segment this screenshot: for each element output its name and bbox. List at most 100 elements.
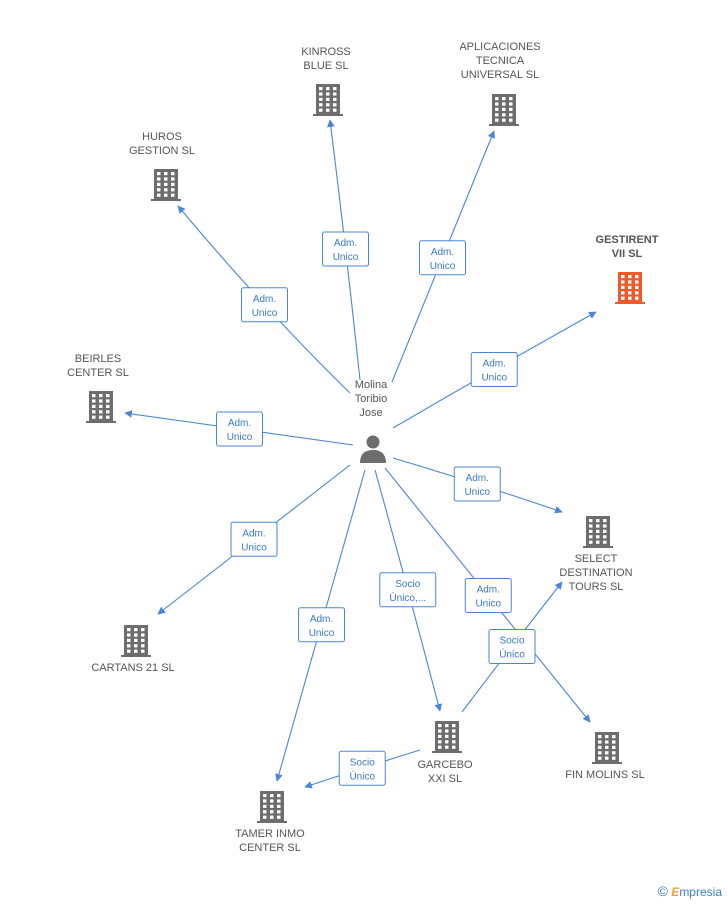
edge-label-text: Unico <box>475 599 501 610</box>
building-icon <box>592 732 622 764</box>
person-label-line: Molina <box>355 379 388 391</box>
company-node-garcebo[interactable]: GARCEBO XXI SL <box>417 721 473 785</box>
edge-label-box <box>488 629 536 664</box>
edge-label-box <box>322 231 369 267</box>
edge-label-text: Adm. <box>431 247 454 258</box>
edge-label-text: Unico <box>309 628 335 639</box>
edge-label-box <box>230 521 278 557</box>
edge-label-box <box>419 240 466 276</box>
garcebo-label-line: GARCEBO <box>417 759 472 771</box>
edge-label-box <box>453 466 501 502</box>
person-label-line: Toribio <box>355 393 387 405</box>
edge-label-box <box>470 352 518 387</box>
edge-label-text: Socio <box>395 579 420 590</box>
edge-label-box <box>464 578 512 613</box>
company-node-huros[interactable]: HUROS GESTION SL <box>129 131 195 201</box>
edge-label-text: Adm. <box>310 614 333 625</box>
company-node-aplicaciones[interactable]: APLICACIONES TECNICA UNIVERSAL SL <box>459 41 541 126</box>
tamer-label-line: TAMER INMO <box>235 828 305 840</box>
edge-label-text: Adm. <box>228 418 251 429</box>
edge-label-text: Único <box>349 769 375 782</box>
person-label-line: Jose <box>359 407 382 419</box>
edge-label-text: Único <box>499 648 525 661</box>
edge-label-person-to-kinross[interactable]: Adm. Unico <box>322 231 369 267</box>
brand-watermark: © Empresia <box>658 883 722 899</box>
building-icon <box>615 272 645 304</box>
select-label-line: SELECT <box>575 553 618 565</box>
building-icon <box>489 94 519 126</box>
gestirent-label-line: VII SL <box>612 248 643 260</box>
edge-label-text: Unico <box>464 487 490 498</box>
huros-label-line: HUROS <box>142 131 182 143</box>
building-icon <box>257 791 287 823</box>
beirles-label-line: BEIRLES <box>75 353 121 365</box>
company-node-select[interactable]: SELECT DESTINATION TOURS SL <box>559 516 633 593</box>
copyright-symbol: © <box>657 883 668 899</box>
person-icon <box>360 435 386 463</box>
edge-label-box <box>241 287 288 323</box>
company-node-cartans[interactable]: CARTANS 21 SL <box>91 625 175 674</box>
select-label-line: TOURS SL <box>569 581 624 593</box>
brand-initial: E <box>671 885 680 899</box>
company-node-gestirent[interactable]: GESTIRENT VII SL <box>596 234 659 304</box>
company-node-tamer[interactable]: TAMER INMO CENTER SL <box>235 791 305 854</box>
finmolins-label-line: FIN MOLINS SL <box>565 769 644 781</box>
beirles-label-line: CENTER SL <box>67 367 129 379</box>
edge-label-person-to-aplicaciones[interactable]: Adm. Unico <box>419 240 466 276</box>
edge-label-person-to-select[interactable]: Adm. Unico <box>453 466 501 502</box>
tamer-label-line: CENTER SL <box>239 842 301 854</box>
aplicaciones-label-line: TECNICA <box>476 55 525 67</box>
kinross-label-line: KINROSS <box>301 46 351 58</box>
edge-label-person-to-finmolins[interactable]: Adm. Unico <box>464 578 512 613</box>
kinross-label-line: BLUE SL <box>303 60 348 72</box>
edge-label-text: Unico <box>333 252 359 263</box>
edge-label-box <box>338 750 386 786</box>
edge-label-text: Unico <box>430 261 456 272</box>
edge-label-person-to-tamer[interactable]: Adm. Unico <box>298 607 345 643</box>
aplicaciones-label-line: UNIVERSAL SL <box>461 69 539 81</box>
edge-label-text: Adm. <box>483 359 506 370</box>
building-icon <box>121 625 151 657</box>
edge-label-text: Adm. <box>477 585 500 596</box>
building-icon <box>313 84 343 116</box>
edges-layer <box>124 119 597 789</box>
edge-label-box <box>216 411 263 447</box>
garcebo-label-line: XXI SL <box>428 773 462 785</box>
company-node-finmolins[interactable]: FIN MOLINS SL <box>565 732 645 781</box>
edge-label-person-to-garcebo[interactable]: SocioÚnico,... <box>379 572 437 608</box>
edge-label-text: Adm. <box>253 294 276 305</box>
building-icon <box>432 721 462 753</box>
edge-label-text: Socio <box>350 757 375 768</box>
edge-label-text: Unico <box>241 542 267 553</box>
cartans-label-line: CARTANS 21 SL <box>91 662 174 674</box>
building-icon <box>86 391 116 423</box>
edge-label-person-to-beirles[interactable]: Adm. Unico <box>216 411 263 447</box>
edge-label-text: Unico <box>252 308 278 319</box>
gestirent-label-line: GESTIRENT <box>596 234 659 246</box>
edge-label-box <box>298 607 345 643</box>
aplicaciones-label-line: APLICACIONES <box>459 41 540 53</box>
edge-label-person-to-gestirent[interactable]: Adm. Unico <box>470 352 518 387</box>
select-label-line: DESTINATION <box>559 567 632 579</box>
building-icon <box>583 516 613 548</box>
brand-name: mpresia <box>679 885 722 899</box>
edge-label-person-to-cartans[interactable]: Adm. Unico <box>230 521 278 557</box>
edge-label-box <box>379 572 437 608</box>
company-node-beirles[interactable]: BEIRLES CENTER SL <box>67 353 129 423</box>
edge-label-person-to-huros[interactable]: Adm. Unico <box>241 287 288 323</box>
company-node-kinross[interactable]: KINROSS BLUE SL <box>301 46 351 116</box>
edge-label-text: Unico <box>481 373 507 384</box>
edge-label-text: Adm. <box>466 473 489 484</box>
huros-label-line: GESTION SL <box>129 145 195 157</box>
edge-label-text: Único,... <box>389 591 426 604</box>
edge-label-text: Unico <box>227 432 253 443</box>
edge-label-text: Adm. <box>334 238 357 249</box>
building-icon <box>151 169 181 201</box>
edge-label-text: Socio <box>499 636 524 647</box>
edge-label-text: Adm. <box>242 528 265 539</box>
